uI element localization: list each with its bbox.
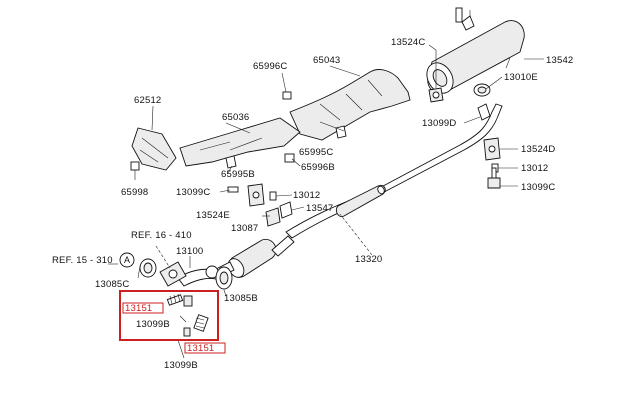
- label-13320: 13320: [355, 254, 382, 265]
- highlight-box: [119, 290, 219, 341]
- label-13542: 13542: [546, 55, 573, 66]
- hanger-13524d[interactable]: [483, 137, 501, 161]
- label-62512: 62512: [134, 95, 161, 106]
- hanger-13524c[interactable]: [428, 87, 444, 103]
- bolt-13099c-right[interactable]: [487, 167, 501, 189]
- bolt-65998[interactable]: [130, 161, 140, 180]
- bolt-65995b[interactable]: [225, 155, 237, 169]
- label-65996c: 65996C: [253, 61, 287, 72]
- label-13099d: 13099D: [422, 118, 456, 129]
- tail-pipe-13320[interactable]: [285, 103, 503, 239]
- label-13085c: 13085C: [95, 279, 129, 290]
- label-13151-b: 13151: [187, 343, 214, 354]
- label-circle-a: A: [124, 255, 130, 265]
- label-13099b-a: 13099B: [136, 319, 170, 330]
- label-13087: 13087: [231, 223, 258, 234]
- label-13099c-right: 13099C: [521, 182, 555, 193]
- label-13547: 13547: [306, 203, 333, 214]
- flange-front[interactable]: [159, 261, 187, 287]
- gasket-13085b[interactable]: [215, 266, 233, 290]
- label-13099c-mid: 13099C: [176, 187, 210, 198]
- gasket-13010e[interactable]: [473, 83, 491, 97]
- label-65043: 65043: [313, 55, 340, 66]
- bolt-13099d[interactable]: [477, 103, 491, 121]
- gasket-13085c[interactable]: [139, 258, 157, 278]
- bolt-65995c[interactable]: [335, 125, 347, 139]
- clip-65996c[interactable]: [282, 91, 292, 100]
- heat-protector-65043[interactable]: [289, 69, 411, 141]
- clip-65996b[interactable]: [284, 153, 295, 163]
- label-65998: 65998: [121, 187, 148, 198]
- label-13524c-top: 13524C: [391, 37, 425, 48]
- label-13524d: 13524D: [521, 144, 555, 155]
- nut-13012-mid[interactable]: [269, 191, 277, 201]
- highlight-tag-b: [184, 342, 226, 354]
- bolt-13099c-mid[interactable]: [227, 186, 239, 193]
- hanger-13524e[interactable]: [247, 183, 265, 207]
- heat-shield-62512[interactable]: [131, 127, 177, 171]
- catalytic-converter[interactable]: [225, 235, 295, 280]
- heat-protector-65036[interactable]: [179, 117, 301, 167]
- label-13099b-b: 13099B: [164, 360, 198, 371]
- highlight-tag-a: [122, 302, 164, 314]
- label-13151-a: 13151: [125, 303, 152, 314]
- ref-circle-a: [119, 252, 135, 268]
- spring-bolt-set-a[interactable]: [166, 293, 193, 307]
- label-13524e: 13524E: [196, 210, 230, 221]
- label-65036: 65036: [222, 112, 249, 123]
- label-13100: 13100: [176, 246, 203, 257]
- label-ref-16-410: REF. 16 - 410: [131, 230, 192, 241]
- bracket-13087[interactable]: [265, 207, 281, 227]
- label-13012-mid: 13012: [293, 190, 320, 201]
- bracket-13547[interactable]: [279, 201, 293, 219]
- rear-muffler[interactable]: [422, 7, 525, 98]
- label-13010e: 13010E: [504, 72, 538, 83]
- label-13012-right: 13012: [521, 163, 548, 174]
- label-65996b: 65996B: [301, 162, 335, 173]
- label-65995c: 65995C: [299, 147, 333, 158]
- label-65995b: 65995B: [221, 169, 255, 180]
- spring-bolt-set-b[interactable]: [183, 314, 209, 337]
- label-ref-15-310: REF. 15 - 310: [52, 255, 113, 266]
- label-13085b: 13085B: [224, 293, 258, 304]
